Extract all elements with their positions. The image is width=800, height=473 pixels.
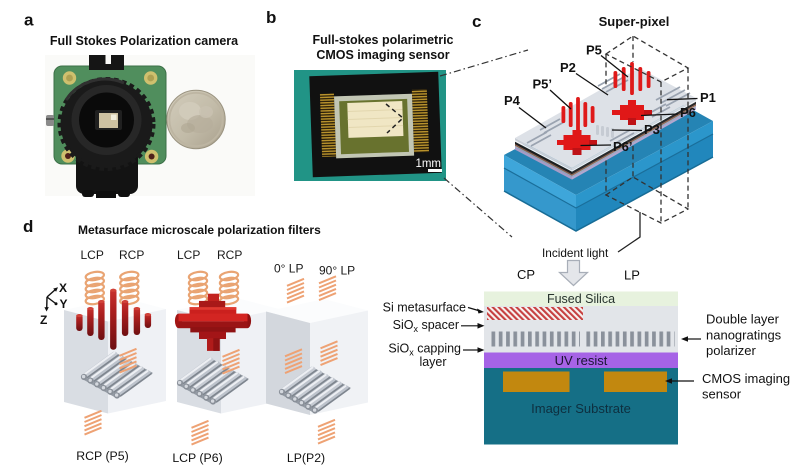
svg-text:Si metasurface: Si metasurface xyxy=(383,301,466,315)
svg-text:Z: Z xyxy=(40,313,47,327)
svg-text:RCP (P5): RCP (P5) xyxy=(76,449,128,463)
svg-text:P5: P5 xyxy=(586,43,602,58)
svg-text:LCP: LCP xyxy=(81,248,104,262)
svg-text:X: X xyxy=(59,281,67,295)
svg-text:c: c xyxy=(472,12,481,31)
svg-text:Y: Y xyxy=(60,297,68,311)
svg-text:RCP: RCP xyxy=(217,248,242,262)
svg-text:0° LP: 0° LP xyxy=(274,262,303,276)
svg-text:Full Stokes Polarization camer: Full Stokes Polarization camera xyxy=(50,34,239,48)
svg-text:LP(P2): LP(P2) xyxy=(287,451,325,465)
svg-text:Incident light: Incident light xyxy=(542,246,609,260)
svg-text:Fused Silica: Fused Silica xyxy=(547,292,615,306)
svg-text:b: b xyxy=(266,8,276,27)
svg-text:CMOS imaging: CMOS imaging xyxy=(702,371,790,386)
svg-text:LP: LP xyxy=(624,268,640,283)
svg-text:Imager Substrate: Imager Substrate xyxy=(531,401,631,416)
svg-text:90° LP: 90° LP xyxy=(319,264,355,278)
svg-text:Super-pixel: Super-pixel xyxy=(599,14,670,29)
svg-text:layer: layer xyxy=(419,355,446,369)
svg-text:1mm: 1mm xyxy=(415,158,441,170)
svg-text:Metasurface microscale polariz: Metasurface microscale polarization filt… xyxy=(78,223,321,237)
svg-text:sensor: sensor xyxy=(702,387,742,402)
svg-text:LCP (P6): LCP (P6) xyxy=(172,451,222,465)
svg-text:a: a xyxy=(24,11,34,30)
svg-text:Full-stokes polarimetric: Full-stokes polarimetric xyxy=(312,33,453,47)
svg-text:polarizer: polarizer xyxy=(706,343,757,358)
svg-text:P2: P2 xyxy=(560,60,576,75)
svg-text:P3: P3 xyxy=(644,122,660,137)
svg-text:P6’: P6’ xyxy=(613,139,633,154)
svg-text:d: d xyxy=(23,217,33,236)
svg-text:SiOx capping: SiOx capping xyxy=(388,342,461,358)
svg-text:CMOS imaging sensor: CMOS imaging sensor xyxy=(316,48,449,62)
svg-text:P6: P6 xyxy=(680,105,696,120)
svg-text:UV resist: UV resist xyxy=(555,353,608,368)
svg-text:P4: P4 xyxy=(504,93,521,108)
svg-text:SiOx spacer: SiOx spacer xyxy=(393,318,459,334)
svg-text:P1: P1 xyxy=(700,90,716,105)
svg-text:RCP: RCP xyxy=(119,248,144,262)
svg-text:Double layer: Double layer xyxy=(706,312,780,327)
svg-text:P5’: P5’ xyxy=(533,77,553,92)
svg-text:CP: CP xyxy=(517,267,535,282)
svg-text:LCP: LCP xyxy=(177,248,200,262)
svg-text:nanogratings: nanogratings xyxy=(706,328,782,343)
